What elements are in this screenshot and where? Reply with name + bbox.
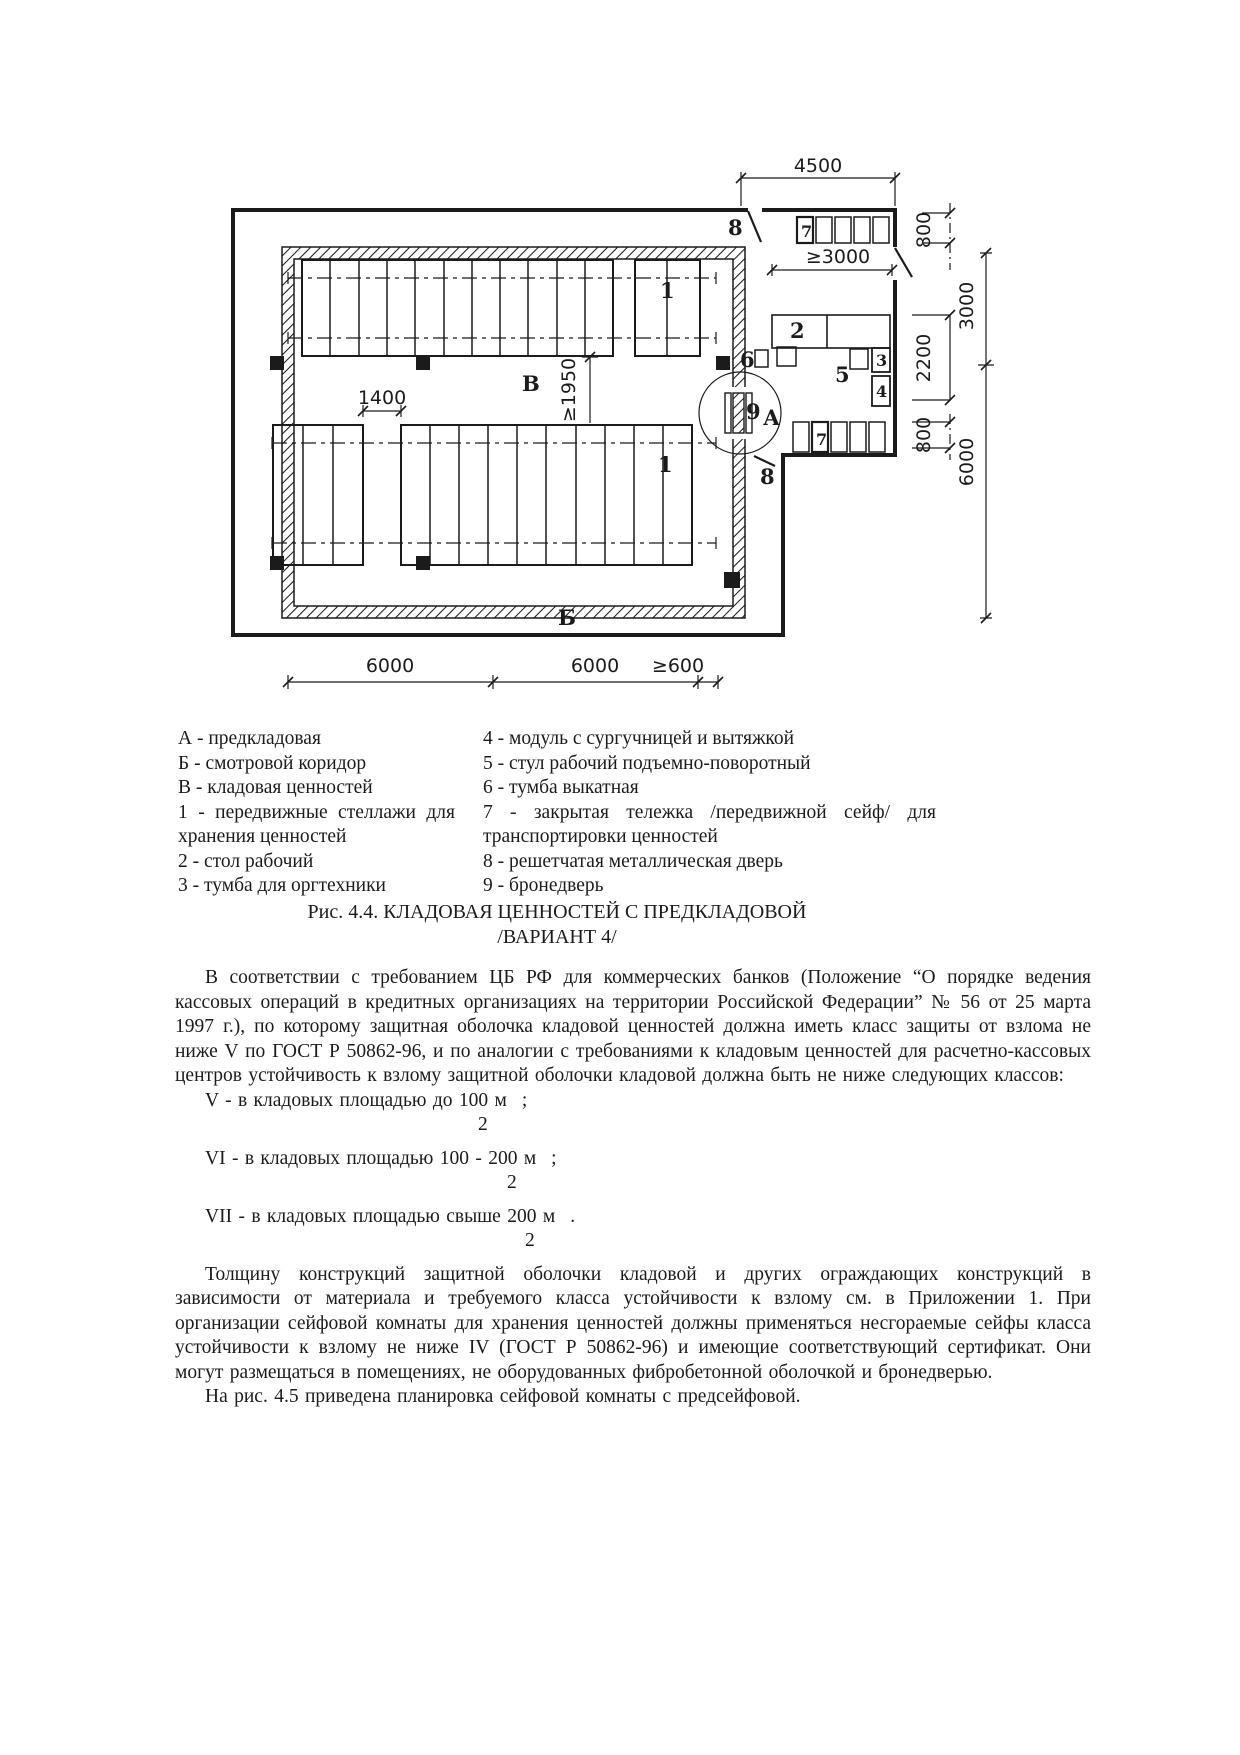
- dim-2200: [912, 309, 956, 406]
- armored-door: [698, 371, 782, 455]
- shelving-rails: [271, 272, 717, 549]
- class-item-punct: .: [570, 1205, 576, 1227]
- dim-800-bottom-value: 800: [913, 417, 935, 453]
- door-label-8-top: 8: [728, 215, 743, 240]
- class-item-vii: VII - в кладовых площадью свыше 200 м. 2: [175, 1205, 1091, 1254]
- vault-wall: [281, 246, 746, 619]
- dim-1400: [357, 405, 407, 417]
- paragraph-2: Толщину конструкций защитной оболочки кл…: [175, 1263, 1091, 1383]
- item-label-4: 4: [876, 382, 887, 401]
- stray-superscript: 2: [478, 1114, 488, 1135]
- pillar-markers: [270, 356, 740, 588]
- dim-800-top-value: 800: [913, 212, 935, 248]
- legend-item: Б - смотровой коридор: [178, 752, 367, 774]
- class-item-text: VII - в кладовых площадью свыше 200 м: [205, 1205, 556, 1227]
- body-text: В соответствии с требованием ЦБ РФ для к…: [175, 966, 1091, 1410]
- legend-item: А - предкладовая: [178, 728, 321, 749]
- class-item-text: V - в кладовых площадью до 100 м: [205, 1089, 507, 1111]
- legend-item: 8 - решетчатая металлическая дверь: [483, 850, 783, 872]
- paragraph-3: На рис. 4.5 приведена планировка сейфово…: [205, 1386, 801, 1407]
- class-item-punct: ;: [551, 1147, 557, 1169]
- caption-line-1: Рис. 4.4. КЛАДОВАЯ ЦЕННОСТЕЙ С ПРЕДКЛАДО…: [307, 901, 807, 923]
- sealing-module-box: [871, 375, 891, 407]
- dim-6000-b-value: 6000: [571, 655, 619, 677]
- dim-3000-right-value: 3000: [956, 282, 978, 330]
- dim-2200-value: 2200: [913, 334, 935, 382]
- grille-door-top-leaf: [746, 210, 763, 243]
- item-label-3: 3: [876, 351, 887, 370]
- dim-800-bottom: [912, 414, 956, 460]
- entrance-door-leaf: [894, 247, 913, 278]
- office-tumba-box: [871, 347, 891, 373]
- room-label-v: В: [522, 371, 540, 396]
- floor-plan-figure: 4500 800 ≥3000 3000 2200 800 6000 1400 ≥…: [160, 120, 1010, 700]
- dim-1950: [582, 351, 598, 423]
- class-item-punct: ;: [521, 1089, 528, 1111]
- legend-item: 5 - стул рабочий подъемно-поворотный: [483, 752, 811, 774]
- dim-6000-a-value: 6000: [366, 655, 414, 677]
- legend-item: 3 - тумба для оргтехники: [178, 875, 386, 896]
- class-item-text: VI - в кладовых площадью 100 - 200 м: [205, 1147, 537, 1169]
- item-label-2: 2: [790, 318, 805, 343]
- roll-out-tumba: [754, 346, 797, 368]
- dim-6000-right-value: 6000: [956, 438, 978, 486]
- grille-door-bottom-leaf: [753, 455, 776, 467]
- dim-3000-entry: [766, 264, 898, 276]
- trolley-row-top: [795, 215, 890, 245]
- building-outline: [231, 208, 897, 637]
- item-label-1-bottom: 1: [658, 452, 673, 477]
- dim-4500-value: 4500: [794, 155, 842, 177]
- legend-item: 1 - передвижные стеллажи для хранения це…: [178, 801, 455, 848]
- dim-1950-value: ≥1950: [558, 358, 580, 422]
- item-label-5: 5: [835, 362, 850, 387]
- dim-1400-value: 1400: [358, 387, 406, 409]
- item-label-7-bottom: 7: [816, 430, 827, 449]
- stray-superscript: 2: [525, 1230, 535, 1251]
- floor-plan-svg: 4500 800 ≥3000 3000 2200 800 6000 1400 ≥…: [231, 155, 994, 689]
- figure-caption: Рис. 4.4. КЛАДОВАЯ ЦЕННОСТЕЙ С ПРЕДКЛАДО…: [178, 900, 936, 949]
- legend-item: 2 - стол рабочий: [178, 850, 314, 872]
- item-label-1-top: 1: [660, 278, 675, 303]
- room-label-b: Б: [558, 605, 576, 630]
- dim-3000-entry-value: ≥3000: [806, 246, 870, 268]
- dim-bottom-row: [282, 675, 724, 689]
- dim-800-top: [922, 203, 956, 270]
- dim-right-column: [978, 247, 994, 624]
- shelving-top-row: [301, 259, 701, 357]
- work-chair: [849, 348, 869, 370]
- shelving-bottom-rows: [272, 424, 693, 566]
- legend-item: 7 - закрытая тележка /передвижной сейф/ …: [483, 801, 936, 848]
- item-label-7-top: 7: [801, 222, 812, 241]
- dim-4500: [735, 172, 901, 206]
- legend-right-column: 4 - модуль с сургучницей и вытяжкой 5 - …: [483, 727, 936, 899]
- legend-item: В - кладовая ценностей: [178, 777, 373, 798]
- item-label-6: 6: [740, 347, 755, 372]
- dim-600-value: ≥600: [652, 655, 704, 677]
- legend-left-column: А - предкладовая Б - смотровой коридор В…: [178, 727, 455, 899]
- door-label-9: 9: [746, 399, 761, 424]
- legend-item: 6 - тумба выкатная: [483, 777, 639, 798]
- legend-item: 4 - модуль с сургучницей и вытяжкой: [483, 728, 795, 749]
- figure-legend: А - предкладовая Б - смотровой коридор В…: [178, 727, 936, 899]
- work-table: [771, 314, 891, 349]
- paragraph-1: В соответствии с требованием ЦБ РФ для к…: [175, 967, 1091, 1086]
- legend-item: 9 - бронедверь: [483, 875, 604, 896]
- stray-superscript: 2: [507, 1172, 517, 1193]
- class-item-v: V - в кладовых площадью до 100 м; 2: [175, 1089, 1091, 1138]
- room-label-a: А: [763, 405, 780, 430]
- caption-line-2: /ВАРИАНТ 4/: [497, 925, 617, 948]
- door-label-8-bottom: 8: [760, 464, 775, 489]
- class-item-vi: VI - в кладовых площадью 100 - 200 м; 2: [175, 1147, 1091, 1196]
- trolley-row-bottom: [792, 420, 886, 454]
